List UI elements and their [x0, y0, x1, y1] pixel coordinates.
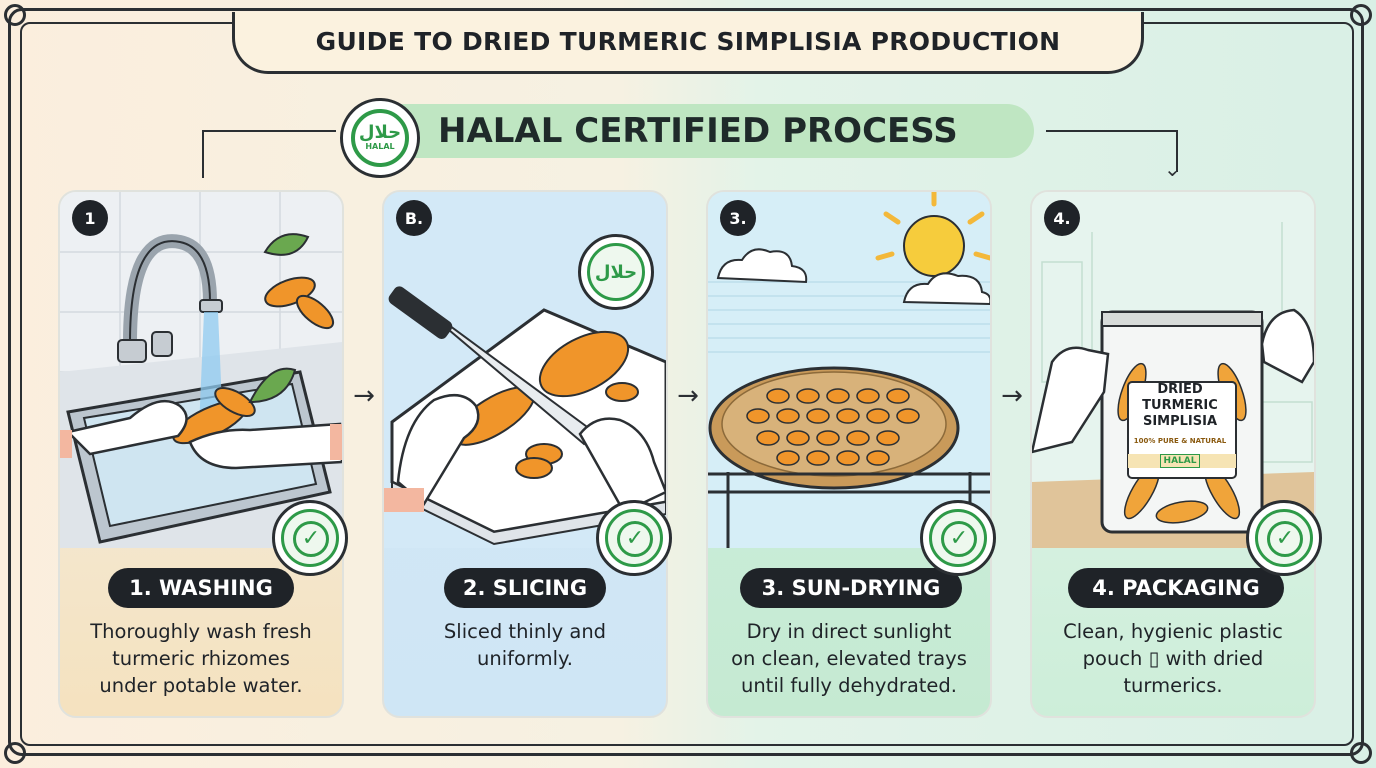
- arrow-right-icon: →: [353, 381, 375, 411]
- turmeric-slice: [886, 388, 910, 404]
- step-title-sun-drying: 3. SUN-DRYING: [740, 568, 962, 608]
- arrow-right-icon: →: [677, 381, 699, 411]
- corner-ornament-bottom-right: [1350, 742, 1372, 764]
- turmeric-slice: [776, 450, 800, 466]
- connector-left: [202, 130, 336, 178]
- turmeric-slice: [806, 408, 830, 424]
- turmeric-slice: [756, 430, 780, 446]
- arrow-right-icon: →: [1001, 381, 1023, 411]
- halal-logo-icon: حلال HALAL: [340, 98, 420, 178]
- check-seal-icon: ✓: [272, 500, 348, 576]
- corner-ornament-bottom-left: [4, 742, 26, 764]
- turmeric-slice: [796, 388, 820, 404]
- pouch-label: DRIED TURMERIC SIMPLISIA 100% PURE & NAT…: [1126, 382, 1234, 468]
- turmeric-slice: [746, 408, 770, 424]
- turmeric-slice: [786, 430, 810, 446]
- desc-line: pouch ▯ with dried: [1082, 647, 1264, 670]
- connector-right: [1046, 130, 1178, 172]
- sun-drying-illustration: [708, 192, 990, 548]
- outer-frame: [8, 8, 1364, 756]
- step-card-washing: [58, 190, 344, 718]
- step-desc-washing: Thoroughly wash fresh turmeric rhizomes …: [66, 618, 336, 699]
- pouch-line1: DRIED: [1157, 382, 1203, 397]
- desc-line: until fully dehydrated.: [740, 674, 958, 697]
- turmeric-slice: [866, 408, 890, 424]
- desc-line: turmerics.: [1123, 674, 1223, 697]
- step-badge-3: 3.: [720, 200, 756, 236]
- step-title-washing: 1. WASHING: [108, 568, 294, 608]
- step-badge-2: B.: [396, 200, 432, 236]
- corner-ornament-top-right: [1350, 4, 1372, 26]
- pouch-halal: HALAL: [1159, 454, 1201, 468]
- page-title: GUIDE TO DRIED TURMERIC SIMPLISIA PRODUC…: [315, 27, 1061, 56]
- desc-line: on clean, elevated trays: [731, 647, 967, 670]
- turmeric-slice: [766, 388, 790, 404]
- desc-line: turmeric rhizomes: [112, 647, 290, 670]
- step-desc-sun-drying: Dry in direct sunlight on clean, elevate…: [714, 618, 984, 699]
- step-desc-packaging: Clean, hygienic plastic pouch ▯ with dri…: [1038, 618, 1308, 699]
- halal-seal-icon: حلال: [578, 234, 654, 310]
- check-seal-icon: ✓: [920, 500, 996, 576]
- turmeric-slice: [836, 450, 860, 466]
- packaging-illustration: [1032, 192, 1314, 548]
- washing-illustration: [60, 192, 342, 548]
- step-card-sun-drying: [706, 190, 992, 718]
- desc-line: uniformly.: [477, 647, 573, 670]
- turmeric-slice: [846, 430, 870, 446]
- step-badge-1: 1: [72, 200, 108, 236]
- slicing-illustration: [384, 192, 666, 548]
- turmeric-slice: [826, 388, 850, 404]
- turmeric-slice: [866, 450, 890, 466]
- desc-line: Dry in direct sunlight: [746, 620, 952, 643]
- check-seal-icon: ✓: [596, 500, 672, 576]
- step-badge-4: 4.: [1044, 200, 1080, 236]
- arrow-down-icon: ⌄: [1164, 159, 1181, 181]
- desc-line: Thoroughly wash fresh: [90, 620, 312, 643]
- step-title-slicing: 2. SLICING: [444, 568, 606, 608]
- desc-line: Sliced thinly and: [443, 620, 607, 643]
- halal-logo-text: HALAL: [365, 142, 395, 151]
- check-seal-icon: ✓: [1246, 500, 1322, 576]
- turmeric-slice: [806, 450, 830, 466]
- turmeric-slice: [856, 388, 880, 404]
- halal-banner: [352, 104, 1034, 158]
- turmeric-slice: [776, 408, 800, 424]
- title-plate: GUIDE TO DRIED TURMERIC SIMPLISIA PRODUC…: [232, 12, 1144, 74]
- turmeric-slice: [896, 408, 920, 424]
- pouch-line2: TURMERIC: [1142, 398, 1218, 413]
- desc-line: under potable water.: [99, 674, 303, 697]
- pouch-line3: SIMPLISIA: [1142, 414, 1218, 429]
- desc-line: Clean, hygienic plastic: [1063, 620, 1283, 643]
- banner-title: HALAL CERTIFIED PROCESS: [438, 111, 958, 151]
- step-title-packaging: 4. PACKAGING: [1068, 568, 1284, 608]
- turmeric-slice: [876, 430, 900, 446]
- pouch-tagline: 100% PURE & NATURAL: [1133, 437, 1227, 445]
- turmeric-slice: [836, 408, 860, 424]
- step-desc-slicing: Sliced thinly and uniformly.: [390, 618, 660, 672]
- corner-ornament-top-left: [4, 4, 26, 26]
- halal-logo-arabic: حلال: [358, 122, 402, 143]
- turmeric-slice: [816, 430, 840, 446]
- step-card-packaging: [1030, 190, 1316, 718]
